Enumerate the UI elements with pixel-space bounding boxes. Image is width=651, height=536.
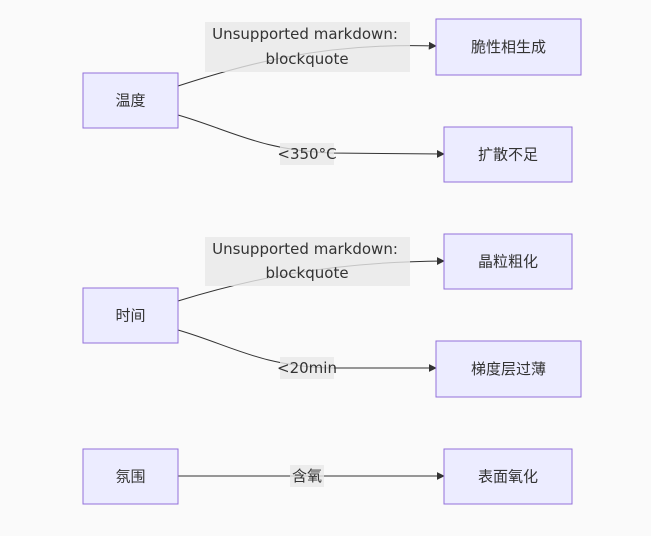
node-temperature-label: 温度 xyxy=(115,92,145,110)
edge-label-time-grain-line1: Unsupported markdown: xyxy=(212,240,398,258)
node-time-label: 时间 xyxy=(115,307,145,325)
node-grain-coarsening: 晶粒粗化 xyxy=(443,233,573,290)
node-gradient-layer-thin: 梯度层过薄 xyxy=(435,340,582,398)
node-atmosphere-label: 氛围 xyxy=(115,468,145,486)
node-surface-oxidation: 表面氧化 xyxy=(443,448,573,505)
edge-label-temp-brittle-line2: blockquote xyxy=(265,50,348,68)
node-time: 时间 xyxy=(82,287,179,344)
edge-label-temp-diffusion-text: <350°C xyxy=(277,145,336,163)
node-surface-oxidation-label: 表面氧化 xyxy=(478,468,538,486)
edge-label-atmosphere-oxidation: 含氧 xyxy=(290,465,324,487)
node-atmosphere: 氛围 xyxy=(82,448,179,505)
edge-label-atmosphere-oxidation-text: 含氧 xyxy=(292,467,322,485)
node-gradient-layer-thin-label: 梯度层过薄 xyxy=(471,360,546,378)
edge-label-time-grain: Unsupported markdown: blockquote xyxy=(205,237,410,286)
node-diffusion-insufficient: 扩散不足 xyxy=(443,126,573,183)
node-temperature: 温度 xyxy=(82,72,179,129)
node-diffusion-insufficient-label: 扩散不足 xyxy=(478,146,538,164)
node-brittle-phase: 脆性相生成 xyxy=(435,18,582,76)
edge-label-time-grain-line2: blockquote xyxy=(265,264,348,282)
edge-label-time-gradient-text: <20min xyxy=(277,359,337,377)
edge-label-temp-brittle-line1: Unsupported markdown: xyxy=(212,25,398,43)
edge-label-temp-diffusion: <350°C xyxy=(277,143,337,165)
edge-label-temp-brittle: Unsupported markdown: blockquote xyxy=(205,22,410,72)
node-grain-coarsening-label: 晶粒粗化 xyxy=(478,253,538,271)
node-brittle-phase-label: 脆性相生成 xyxy=(471,38,546,56)
edge-label-time-gradient: <20min xyxy=(277,357,337,379)
